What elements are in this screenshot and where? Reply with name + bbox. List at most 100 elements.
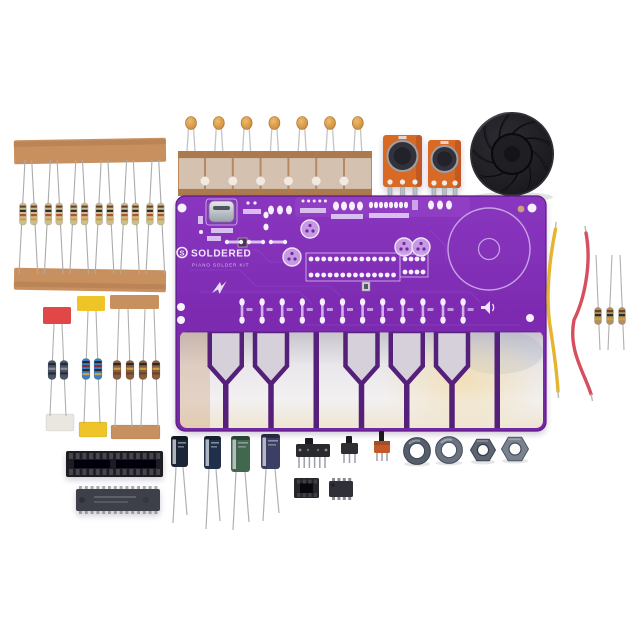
tape-hole: [339, 176, 349, 186]
footprint-pad: [420, 298, 426, 306]
wire-red-body: [571, 231, 593, 396]
footprint-silk: [461, 305, 465, 316]
socket-pin: [302, 479, 306, 484]
chip8-notch: [331, 483, 335, 487]
dip-pad: [308, 272, 314, 278]
footprint-pad: [224, 239, 230, 245]
chip-pin: [108, 486, 111, 491]
transistor-hole: [405, 247, 409, 251]
capacitor-stripe: [262, 437, 266, 466]
footprint-pad: [339, 298, 346, 306]
loose-resistor: [618, 307, 626, 325]
pcb-mounting-holes: [177, 203, 537, 324]
footprint-label: [246, 308, 253, 311]
tape-hole: [228, 176, 238, 186]
tape-bottom: [45, 413, 75, 432]
footprint-silk: [260, 305, 264, 316]
socket-pin: [129, 469, 134, 475]
washer-1: [403, 437, 431, 467]
wire-tip: [590, 393, 594, 402]
pcb-board: S SOLDERED PIANO SOLDER KIT: [175, 195, 547, 432]
dip-pad: [353, 256, 358, 262]
resistor-lead: [595, 254, 601, 351]
dip-pad: [414, 256, 420, 262]
chip-pin: [142, 486, 146, 491]
resistor-strip: [13, 137, 167, 293]
chip-pin: [79, 486, 82, 491]
switch2-body: [341, 443, 358, 454]
ceramic-capacitor: [240, 116, 253, 130]
resistor-pair-yellow-tape: [77, 296, 108, 438]
piano-key-dividers: [207, 331, 500, 428]
tape-shading: [13, 281, 166, 290]
ceramic-capacitor: [351, 116, 364, 130]
footprint-label: [467, 308, 474, 311]
slide-switch-1: [296, 438, 330, 468]
socket-pin: [69, 469, 73, 475]
washer-2: [435, 436, 463, 466]
footprint-pad: [282, 239, 288, 245]
dip-pad: [346, 272, 352, 278]
switch3-shade: [374, 441, 390, 445]
chip-pin: [90, 509, 94, 514]
tape-top: [77, 296, 105, 311]
nut2-hole: [508, 442, 522, 456]
dip-pad: [314, 256, 320, 262]
pot-marking: [440, 141, 449, 144]
speaker-rim: [470, 112, 554, 196]
chip-pin: [131, 509, 135, 514]
dip8-outline: [399, 253, 429, 278]
resistor-lead: [619, 254, 625, 351]
capacitor-lead: [205, 468, 210, 530]
capacitor-lead: [262, 468, 267, 522]
hex-nut-2: [500, 436, 530, 464]
black-key-pad: [252, 331, 290, 388]
capacitor-marking: [238, 446, 246, 448]
socket8-cutout: [300, 483, 313, 493]
dip-pad: [384, 272, 390, 278]
socket-pin: [149, 453, 154, 459]
socket-pin: [308, 479, 312, 484]
socket-pin: [308, 493, 312, 497]
chip-pin: [148, 509, 152, 514]
socket-pin: [122, 469, 127, 475]
chip-pin: [154, 509, 158, 514]
socket-pin: [89, 469, 94, 475]
ceramic-capacitor: [268, 116, 281, 130]
socket-pin: [115, 469, 120, 475]
dip-pad: [420, 269, 426, 275]
pot-dial-ring: [386, 140, 419, 172]
footprint-silk: [273, 240, 283, 244]
footprint-pad: [420, 316, 426, 324]
socket-pin: [95, 469, 100, 475]
taped-resistor: [80, 202, 89, 226]
chip-pin: [342, 478, 346, 483]
black-key-pad: [388, 331, 425, 388]
footprint-pad: [239, 298, 245, 306]
transistor-hole: [402, 241, 406, 246]
chip-pin: [348, 478, 352, 483]
chip-pin: [113, 509, 117, 514]
socket-pin: [102, 453, 107, 459]
footprint-pad: [246, 239, 252, 245]
socket-pin: [75, 469, 80, 475]
socket28-cutout: [116, 460, 156, 468]
chip-pin: [137, 486, 140, 491]
pot-marking: [398, 136, 407, 139]
speaker-highlight: [477, 112, 507, 133]
socket-pin: [122, 453, 127, 459]
socket-pin: [136, 453, 140, 459]
dip-pad: [378, 272, 384, 278]
socket-pin: [82, 453, 87, 459]
dip-pad: [321, 272, 327, 278]
keys-top-edge: [180, 331, 543, 333]
taped-resistor: [69, 202, 78, 226]
pot-dial-ring: [430, 145, 459, 173]
chip-pin: [332, 478, 335, 483]
capacitor-stripe: [172, 439, 176, 464]
socket-pin: [109, 453, 114, 459]
dip-pad: [402, 256, 408, 262]
ceramic-capacitor-strip: [178, 116, 372, 196]
soldered-logo-text: SOLDERED: [191, 249, 251, 260]
